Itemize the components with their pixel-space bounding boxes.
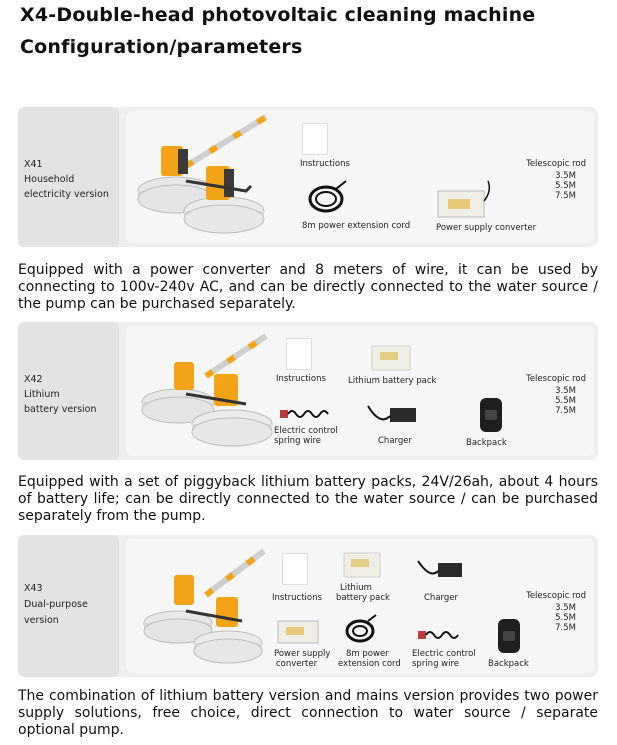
spring-wire-icon [280, 410, 329, 418]
power-converter-icon [277, 620, 319, 644]
telescopic-rod-title: Telescopic rod [526, 374, 586, 384]
item-converter: Power supply converter [436, 223, 537, 233]
config-panel-x43: X43 Dual-purpose version Instructions Li… [18, 535, 598, 677]
rod-length: 3.5M [555, 386, 576, 396]
battery-pack-icon [371, 345, 411, 371]
telescopic-rod-title: Telescopic rod [526, 591, 586, 601]
model-code: X42 [24, 374, 43, 385]
item-converter-line1: Power supply [274, 649, 331, 659]
item-charger: Charger [424, 593, 458, 603]
page-title: X4-Double-head photovoltaic cleaning mac… [20, 4, 536, 26]
rod-length: 5.5M [555, 396, 576, 406]
power-converter-icon [437, 180, 491, 218]
item-charger: Charger [378, 436, 412, 446]
item-converter-line2: converter [276, 659, 318, 669]
item-spring-wire-line2: spring wire [412, 659, 460, 669]
rod-length: 5.5M [555, 181, 576, 191]
config-panel-x42: X42 Lithium battery version Instructions… [18, 322, 598, 460]
backpack-icon [480, 398, 502, 432]
rod-length: 3.5M [555, 603, 576, 613]
item-backpack: Backpack [466, 438, 507, 448]
item-backpack: Backpack [488, 659, 529, 669]
backpack-icon [498, 619, 520, 653]
item-instructions: Instructions [300, 159, 350, 169]
model-version: electricity version [24, 189, 109, 200]
cleaning-machine-image [143, 548, 266, 664]
item-spring-wire-line2: spring wire [274, 436, 322, 446]
rod-length: 5.5M [555, 613, 576, 623]
description-x43: The combination of lithium battery versi… [18, 688, 598, 738]
model-name: Dual-purpose [24, 599, 88, 610]
item-battery: Lithium battery pack [348, 376, 437, 386]
item-instructions: Instructions [276, 374, 326, 384]
model-name: Household [24, 174, 75, 185]
model-code: X41 [24, 159, 43, 170]
instructions-icon [286, 338, 312, 370]
item-cord-line1: 8m power [346, 649, 389, 659]
rod-length: 7.5M [555, 623, 576, 633]
product-image-area: Instructions Lithium battery pack Electr… [126, 326, 594, 456]
model-code: X43 [24, 583, 43, 594]
charger-icon [417, 560, 462, 577]
cleaning-machine-image [137, 114, 268, 234]
model-label-box: X41 Household electricity version [18, 107, 119, 247]
model-version: version [24, 615, 59, 626]
instructions-icon [302, 123, 328, 155]
extension-cord-icon [345, 614, 377, 643]
page-subtitle: Configuration/parameters [20, 36, 303, 58]
description-x41: Equipped with a power converter and 8 me… [18, 262, 598, 312]
config-panel-x41: X41 Household electricity version Instru… [18, 107, 598, 247]
item-instructions: Instructions [272, 593, 322, 603]
model-version: battery version [24, 404, 97, 415]
model-label-box: X43 Dual-purpose version [18, 535, 119, 677]
product-image-area: Instructions 8m power extension cord Pow… [126, 111, 594, 243]
item-battery-line2: battery pack [336, 593, 390, 603]
rod-length: 7.5M [555, 191, 576, 201]
spring-wire-icon [418, 631, 459, 639]
rod-length: 7.5M [555, 406, 576, 416]
product-image-area: Instructions Lithium battery pack Charge… [126, 539, 594, 673]
rod-length: 3.5M [555, 171, 576, 181]
item-extension-cord: 8m power extension cord [302, 221, 411, 231]
instructions-icon [282, 553, 308, 585]
charger-icon [367, 405, 416, 422]
item-battery-line1: Lithium [340, 583, 372, 593]
item-spring-wire-line1: Electric control [412, 649, 476, 659]
description-x42: Equipped with a set of piggyback lithium… [18, 474, 598, 524]
battery-pack-icon [343, 552, 381, 578]
item-cord-line2: extension cord [338, 659, 401, 669]
extension-cord-icon [308, 180, 347, 213]
model-label-box: X42 Lithium battery version [18, 322, 119, 460]
cleaning-machine-image [141, 333, 273, 447]
item-spring-wire-line1: Electric control [274, 426, 338, 436]
telescopic-rod-title: Telescopic rod [526, 159, 586, 169]
model-name: Lithium [24, 389, 60, 400]
